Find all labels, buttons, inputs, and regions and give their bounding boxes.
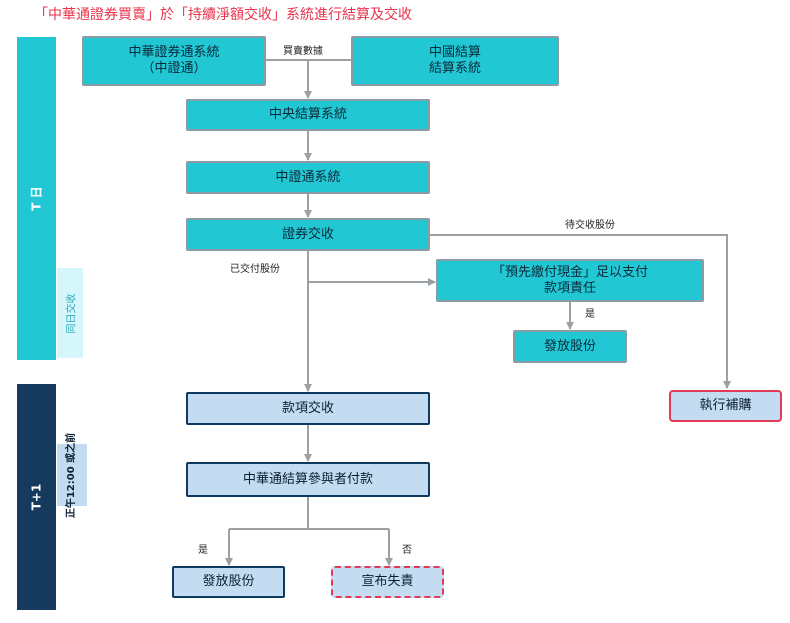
- label-yes-prepay: 是: [585, 309, 595, 320]
- label-no-default: 否: [402, 545, 412, 556]
- band-noon: 正午12:00 或之前: [57, 432, 87, 518]
- node-sse-system: 中華證券通系統 （中證通）: [82, 36, 266, 86]
- node-csc-system: 中證通系統: [186, 161, 430, 194]
- node-release-shares-1: 發放股份: [513, 330, 627, 363]
- node-buy-in: 執行補購: [669, 390, 782, 422]
- node-declare-default: 宣布失責: [331, 566, 444, 598]
- node-chinaclear-system: 中國結算 結算系統: [351, 36, 559, 86]
- node-securities-settlement: 證券交收: [186, 218, 430, 251]
- node-release-shares-2: 發放股份: [172, 566, 285, 598]
- label-yes-release: 是: [198, 545, 208, 556]
- band-t-plus-1: T+1: [17, 384, 56, 610]
- label-delivered: 已交付股份: [230, 264, 280, 275]
- band-same-day: 同日交收: [57, 268, 83, 358]
- label-trade-data: 買賣數據: [283, 46, 323, 57]
- node-money-settlement: 款項交收: [186, 392, 430, 425]
- band-t-day: T 日: [17, 37, 56, 360]
- edge-settlement-to-buyin: [430, 234, 731, 389]
- diagram-title: 「中華通證券買賣」於「持續淨額交收」系統進行結算及交收: [34, 7, 412, 23]
- node-ccass: 中央結算系統: [186, 99, 430, 131]
- label-pending: 待交收股份: [565, 220, 615, 231]
- node-prepay-cash: 「預先繳付現金」足以支付 款項責任: [436, 259, 704, 302]
- node-participant-payment: 中華通結算參與者付款: [186, 462, 430, 497]
